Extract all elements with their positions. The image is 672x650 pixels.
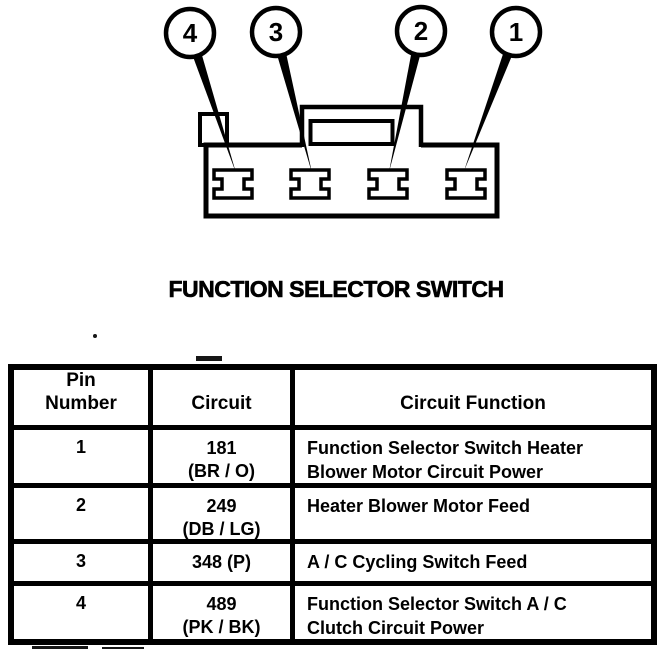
- scan-artifact: [93, 334, 97, 338]
- circuit-wire-colors: (DB / LG): [182, 519, 261, 539]
- callout-circle-4: [163, 6, 217, 60]
- header-line: Pin: [66, 370, 96, 391]
- callout-number-4: 4: [183, 18, 198, 48]
- pinout-table: Pin Number Circuit Circuit Function 1 18…: [8, 364, 657, 645]
- scan-artifact: [32, 646, 88, 649]
- header-line: Circuit Function: [400, 393, 546, 415]
- circuit-number: 348 (P): [191, 552, 252, 572]
- function-line: Heater Blower Motor Feed: [307, 496, 531, 516]
- function-line: Function Selector Switch Heater: [307, 438, 584, 458]
- pin-number-cell: 4: [14, 586, 148, 639]
- pin-terminal-1: [445, 168, 487, 200]
- circuit-function-cell: Heater Blower Motor Feed: [295, 488, 651, 539]
- pointer-line-4: [193, 54, 236, 173]
- function-line: A / C Cycling Switch Feed: [307, 552, 528, 572]
- callout-circle-2: [394, 4, 448, 58]
- pin-terminal-3: [289, 168, 331, 200]
- circuit-number: 489: [206, 594, 237, 614]
- header-line: Circuit: [191, 393, 252, 415]
- function-line: Function Selector Switch A / C: [307, 594, 567, 614]
- pin-terminal-2: [367, 168, 409, 200]
- callout-number-2: 2: [414, 16, 428, 46]
- connector-diagram: 4 3 2 1: [163, 4, 543, 219]
- column-header-circuit: Circuit: [153, 370, 290, 425]
- pin-number-cell: 2: [14, 488, 148, 539]
- circuit-number: 249: [206, 496, 237, 516]
- pin-number-cell: 3: [14, 544, 148, 581]
- circuit-function-cell: A / C Cycling Switch Feed: [295, 544, 651, 581]
- circuit-number: 181: [206, 438, 237, 458]
- connector-tab: [198, 112, 229, 147]
- circuit-cell: 489 (PK / BK): [153, 586, 290, 639]
- circuit-cell: 348 (P): [153, 544, 290, 581]
- callout-number-3: 3: [269, 17, 283, 47]
- column-header-pin-number: Pin Number: [14, 370, 148, 425]
- column-header-circuit-function: Circuit Function: [295, 370, 651, 425]
- circuit-function-cell: Function Selector Switch A / C Clutch Ci…: [295, 586, 651, 639]
- pointer-line-3: [277, 54, 312, 174]
- connector-latch-window: [308, 119, 395, 146]
- callout-number-1: 1: [509, 17, 523, 47]
- header-line: Number: [45, 393, 117, 415]
- circuit-wire-colors: (PK / BK): [182, 617, 261, 638]
- callout-circle-3: [249, 5, 303, 59]
- pin-terminal-4: [212, 168, 254, 200]
- function-line: Blower Motor Circuit Power: [307, 462, 544, 483]
- scan-artifact: [196, 356, 222, 361]
- diagram-title: FUNCTION SELECTOR SWITCH: [168, 276, 504, 303]
- callout-circle-1: [489, 5, 543, 59]
- pin-number-cell: 1: [14, 430, 148, 483]
- scan-artifact: [102, 647, 144, 649]
- circuit-cell: 181 (BR / O): [153, 430, 290, 483]
- circuit-function-cell: Function Selector Switch Heater Blower M…: [295, 430, 651, 483]
- circuit-cell: 249 (DB / LG): [153, 488, 290, 539]
- circuit-wire-colors: (BR / O): [188, 461, 255, 482]
- function-line: Clutch Circuit Power: [307, 618, 485, 639]
- pointer-line-2: [389, 53, 421, 172]
- pointer-line-1: [464, 52, 512, 171]
